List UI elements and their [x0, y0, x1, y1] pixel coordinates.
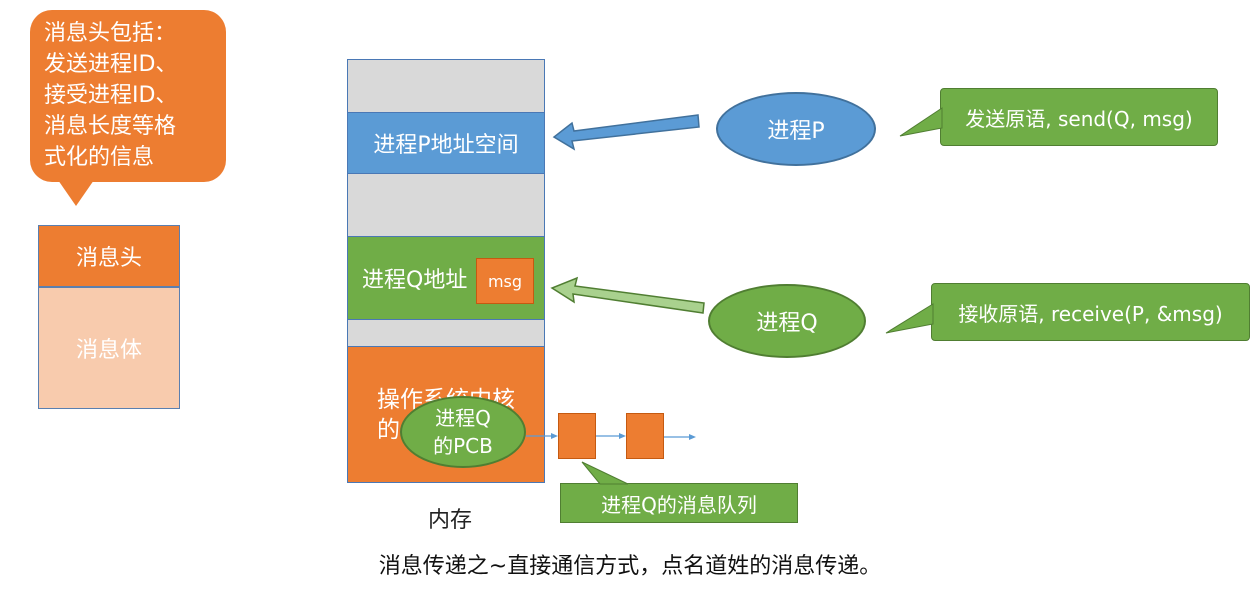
- process-p-ellipse: 进程P: [716, 92, 876, 166]
- receive-primitive-callout: 接收原语, receive(P, &msg): [931, 283, 1250, 341]
- msg-buffer: msg: [476, 258, 534, 304]
- callout-tail: [58, 180, 94, 206]
- callout-line: 消息长度等格: [44, 114, 177, 139]
- kernel-label-line2: 的: [377, 417, 400, 443]
- process-q-ellipse: 进程Q: [708, 284, 866, 358]
- message-header-callout: 消息头包括： 发送进程ID、 接受进程ID、 消息长度等格 式化的信息: [30, 10, 226, 182]
- send-primitive-callout: 发送原语, send(Q, msg): [940, 88, 1218, 146]
- callout-line: 消息头包括：: [44, 21, 177, 46]
- queue-callout-tail: [581, 461, 629, 485]
- send-callout-tail: [899, 107, 943, 137]
- process-q-address-space: 进程Q地址: [347, 236, 545, 320]
- callout-line: 发送进程ID、: [44, 52, 178, 77]
- queue-node: [626, 413, 664, 459]
- message-header-block: 消息头: [38, 225, 180, 287]
- send-arrow: [552, 114, 700, 151]
- message-queue-callout: 进程Q的消息队列: [560, 483, 798, 523]
- queue-link-head: [551, 433, 558, 439]
- process-p-address-space: 进程P地址空间: [347, 112, 545, 174]
- slide-caption: 消息传递之~直接通信方式，点名道姓的消息传递。: [378, 554, 882, 579]
- receive-callout-tail: [885, 303, 934, 334]
- queue-link-head: [689, 434, 696, 440]
- queue-link-head: [619, 433, 626, 439]
- message-body-block: 消息体: [38, 287, 180, 409]
- pcb-label-line2: 的PCB: [433, 434, 493, 458]
- receive-arrow: [550, 276, 705, 314]
- process-q-pcb: 进程Q 的PCB: [400, 396, 526, 468]
- callout-line: 接受进程ID、: [44, 83, 178, 108]
- memory-label: 内存: [427, 508, 472, 533]
- pcb-label-line1: 进程Q: [435, 406, 491, 430]
- queue-node: [558, 413, 596, 459]
- callout-line: 式化的信息: [44, 145, 155, 170]
